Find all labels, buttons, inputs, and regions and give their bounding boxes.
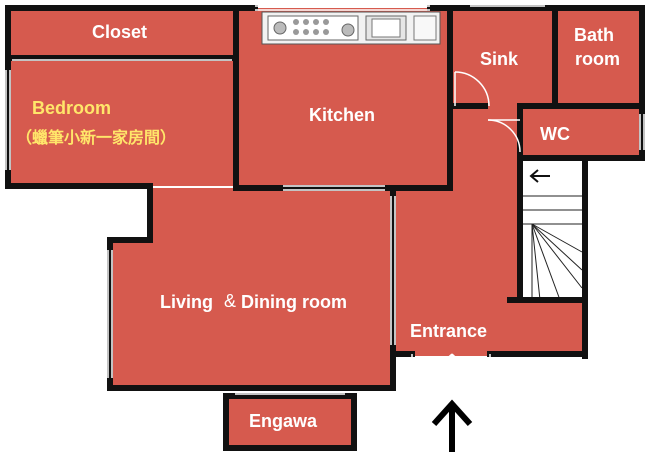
living-window-fill: [110, 238, 150, 388]
closet-label: Closet: [92, 22, 148, 42]
stair-lines: [522, 195, 583, 301]
sink-fill: [450, 8, 555, 106]
entrance-lower-fill: [457, 300, 585, 356]
hall-fill: [450, 106, 520, 300]
entrance-label: Entrance: [410, 321, 488, 341]
arrow-left-icon: [529, 169, 550, 183]
stairs: [522, 160, 583, 301]
dining-label: Dining room: [241, 292, 347, 312]
living-fill: [150, 188, 393, 388]
bedroom-label: Bedroom: [32, 98, 112, 118]
engawa-fill: [226, 396, 354, 448]
engawa-label: Engawa: [249, 411, 318, 431]
living-label: Living: [160, 292, 213, 312]
wc-label: WC: [540, 124, 570, 144]
windows: [5, 5, 645, 395]
room-fills: [8, 8, 640, 448]
wc-fill: [520, 106, 640, 158]
closet-fill: [8, 8, 236, 58]
entrance-fill: [393, 188, 457, 356]
bedroom-fill: [8, 58, 236, 186]
bedroom-note: （蠟筆小新一家房間）: [16, 128, 177, 147]
bath-label-line1: Bath: [574, 25, 614, 45]
bath-fill: [555, 8, 640, 106]
ampersand-label: &: [224, 291, 237, 311]
walls: [5, 5, 645, 451]
kitchen-label: Kitchen: [309, 105, 376, 125]
arrow-up-icon: [431, 399, 473, 452]
doors: [411, 71, 521, 394]
bath-label-line2: room: [575, 49, 620, 69]
sink-label: Sink: [480, 49, 519, 69]
kitchen-counter: [261, 11, 441, 45]
